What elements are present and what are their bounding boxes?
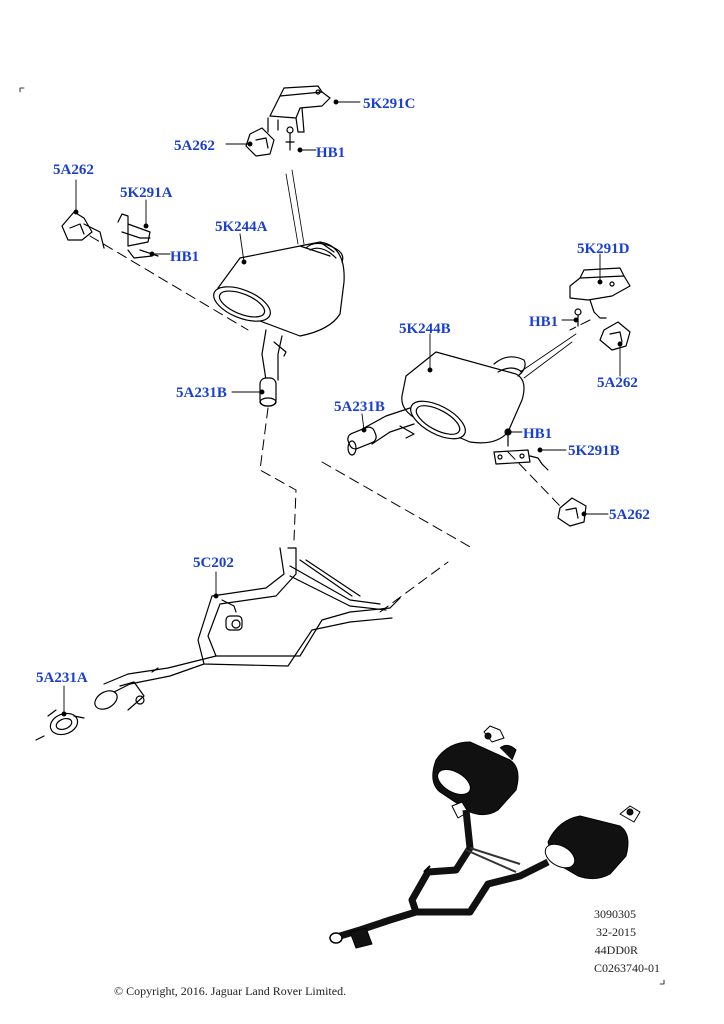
callout-5k244a: 5K244A — [215, 219, 268, 235]
isolator-5a262-lower — [557, 497, 587, 527]
callout-5c202: 5C202 — [193, 555, 234, 571]
callout-5k291c: 5K291C — [363, 96, 416, 112]
front-pipe-5c202 — [94, 547, 401, 711]
callout-5a231a: 5A231A — [36, 670, 88, 686]
callout-labels: 5K291C 5A262 HB1 5A262 5K291A HB1 5K244A… — [36, 96, 650, 686]
guide-lines — [285, 169, 577, 379]
isolator-5a262-top — [245, 127, 275, 157]
bracket-5k291d — [569, 267, 631, 327]
bracket-5k291b — [493, 428, 549, 471]
muffler-5k244b — [347, 351, 526, 456]
callout-5a262-left: 5A262 — [53, 162, 94, 178]
callout-5a262-right-mid: 5A262 — [597, 375, 638, 391]
bracket-5k291c — [267, 85, 331, 151]
reference-line-3: 44DD0R — [595, 943, 638, 957]
overview-thumbnail — [329, 725, 641, 949]
callout-5k291a: 5K291A — [120, 185, 173, 201]
callout-5a262-top: 5A262 — [174, 138, 215, 154]
callout-hb1-lower: HB1 — [523, 426, 552, 442]
leader-lines — [61, 99, 623, 717]
crop-mark-bottom-right — [659, 979, 665, 985]
callout-5a231b-right: 5A231B — [334, 399, 385, 415]
clamp-5a231a — [35, 709, 85, 741]
callout-5k291d: 5K291D — [577, 241, 630, 257]
assembly-lines — [89, 235, 591, 613]
callout-hb1-right: HB1 — [529, 314, 558, 330]
copyright-notice: © Copyright, 2016. Jaguar Land Rover Lim… — [114, 984, 347, 998]
callout-5a231b-left: 5A231B — [176, 385, 227, 401]
callout-hb1-left: HB1 — [170, 249, 199, 265]
isolator-5a262-left — [61, 211, 105, 249]
callout-5k291b: 5K291B — [568, 443, 620, 459]
reference-line-2: 32-2015 — [596, 925, 636, 939]
isolator-5a262-right — [599, 321, 631, 351]
callout-5a262-lower: 5A262 — [609, 507, 650, 523]
muffler-5k244a — [213, 241, 345, 407]
reference-line-4: C0263740-01 — [594, 961, 660, 975]
reference-block: 3090305 32-2015 44DD0R C0263740-01 — [594, 907, 660, 975]
callout-hb1-top: HB1 — [316, 145, 345, 161]
callout-5k244b: 5K244B — [399, 321, 451, 337]
bracket-5k291a — [117, 213, 159, 259]
reference-line-1: 3090305 — [594, 907, 636, 921]
crop-mark-top-left — [19, 87, 25, 93]
